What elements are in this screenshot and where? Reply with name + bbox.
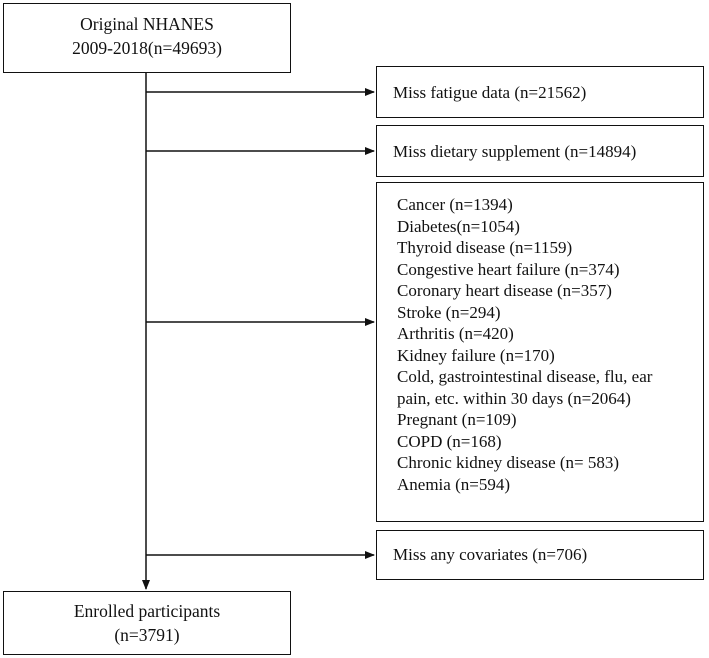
missing-supplement-box: Miss dietary supplement (n=14894) [376,125,704,177]
original-nhanes-count: 2009-2018(n=49693) [72,38,222,58]
condition-item: Chronic kidney disease (n= 583) [397,453,620,472]
condition-item: pain, etc. within 30 days (n=2064) [397,388,631,408]
condition-item: Congestive heart failure (n=374) [397,259,620,279]
condition-item: Thyroid disease (n=1159) [397,238,573,257]
enrolled-participants-count: (n=3791) [114,625,180,645]
original-nhanes-label: Original NHANES [80,14,214,34]
condition-item: COPD (n=168) [397,431,502,451]
condition-item: Diabetes(n=1054) [397,216,520,236]
excluded-conditions-box: Cancer (n=1394) Diabetes(n=1054) Thyroid… [376,182,704,522]
condition-item: Coronary heart disease (n=357) [397,281,612,300]
condition-item: Arthritis (n=420) [397,324,514,343]
missing-covariates-box: Miss any covariates (n=706) [376,530,704,580]
missing-fatigue-box: Miss fatigue data (n=21562) [376,66,704,118]
condition-item: Anemia (n=594) [397,474,510,494]
condition-item: Stroke (n=294) [397,302,501,322]
missing-covariates-label: Miss any covariates (n=706) [393,545,588,564]
enrolled-participants-label: Enrolled participants [73,601,221,621]
condition-item: Cold, gastrointestinal disease, flu, ear [397,367,653,386]
enrolled-participants-box: Enrolled participants (n=3791) [3,591,291,655]
missing-supplement-label: Miss dietary supplement (n=14894) [393,142,637,161]
condition-item: Pregnant (n=109) [397,410,517,429]
original-nhanes-box: Original NHANES 2009-2018(n=49693) [3,3,291,73]
condition-item: Kidney failure (n=170) [397,345,555,365]
missing-fatigue-label: Miss fatigue data (n=21562) [393,83,587,102]
condition-item: Cancer (n=1394) [397,195,513,214]
